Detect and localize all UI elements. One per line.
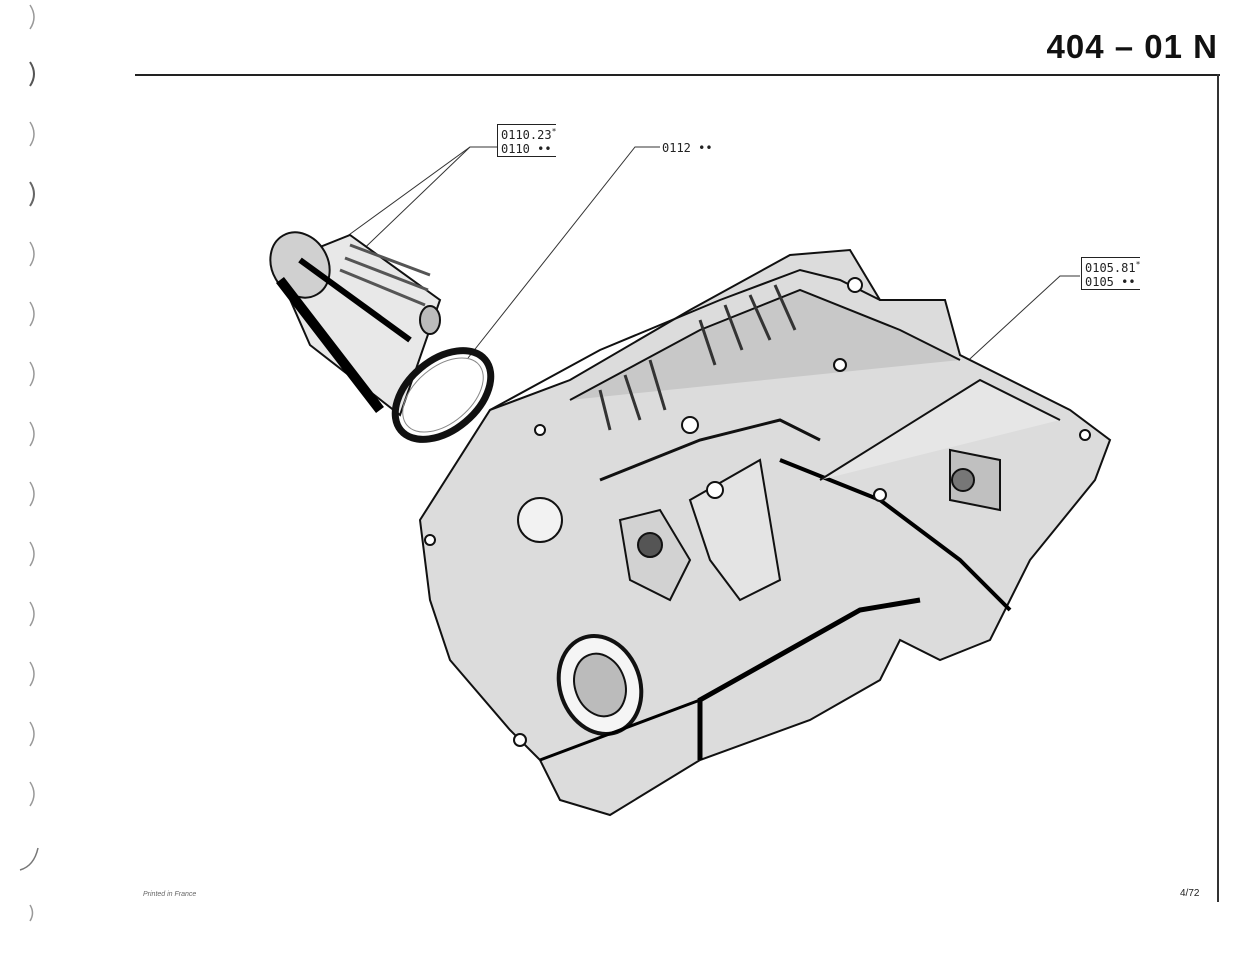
seal-ring-icon (391, 347, 495, 443)
page-number: 4/72 (1180, 888, 1200, 899)
callout-block-primary: 0105.81* (1085, 260, 1141, 275)
page-title: 404 – 01 N (1046, 28, 1218, 65)
callout-liner-part-numbers: 0110.23* 0110 •• (497, 124, 557, 157)
callout-seal-part-number: 0112 •• (662, 141, 713, 155)
callout-block-part-numbers: 0105.81* 0105 •• (1081, 257, 1141, 290)
binder-hole-icon (29, 61, 35, 87)
callout-block-secondary: 0105 •• (1085, 275, 1136, 289)
binder-hole-icon (29, 904, 34, 922)
binder-hole-icon (29, 481, 35, 507)
cylinder-liner-icon (269, 231, 442, 417)
binder-hole-icon (29, 301, 35, 327)
cylinder-block-icon (418, 248, 1112, 817)
binder-hole-icon (29, 181, 35, 207)
right-margin-rule (1217, 74, 1219, 902)
binder-hole-icon (29, 601, 35, 627)
leader-lines (334, 146, 1080, 369)
binder-hole-icon (29, 421, 35, 447)
callout-liner-primary: 0110.23* (501, 127, 557, 142)
binder-hole-icon (29, 241, 35, 267)
binder-hole-icon (19, 847, 39, 871)
binder-hole-icon (29, 541, 35, 567)
binder-hole-icon (29, 781, 35, 807)
binder-hole-icon (29, 721, 35, 747)
callout-liner-secondary: 0110 •• (501, 142, 552, 156)
binder-hole-icon (29, 361, 35, 387)
printed-in-france-note: Printed in France (143, 891, 197, 898)
binder-hole-icon (29, 121, 35, 147)
binder-hole-icon (29, 4, 35, 30)
header-rule (135, 74, 1220, 76)
binder-holes (19, 4, 39, 922)
binder-hole-icon (29, 661, 35, 687)
